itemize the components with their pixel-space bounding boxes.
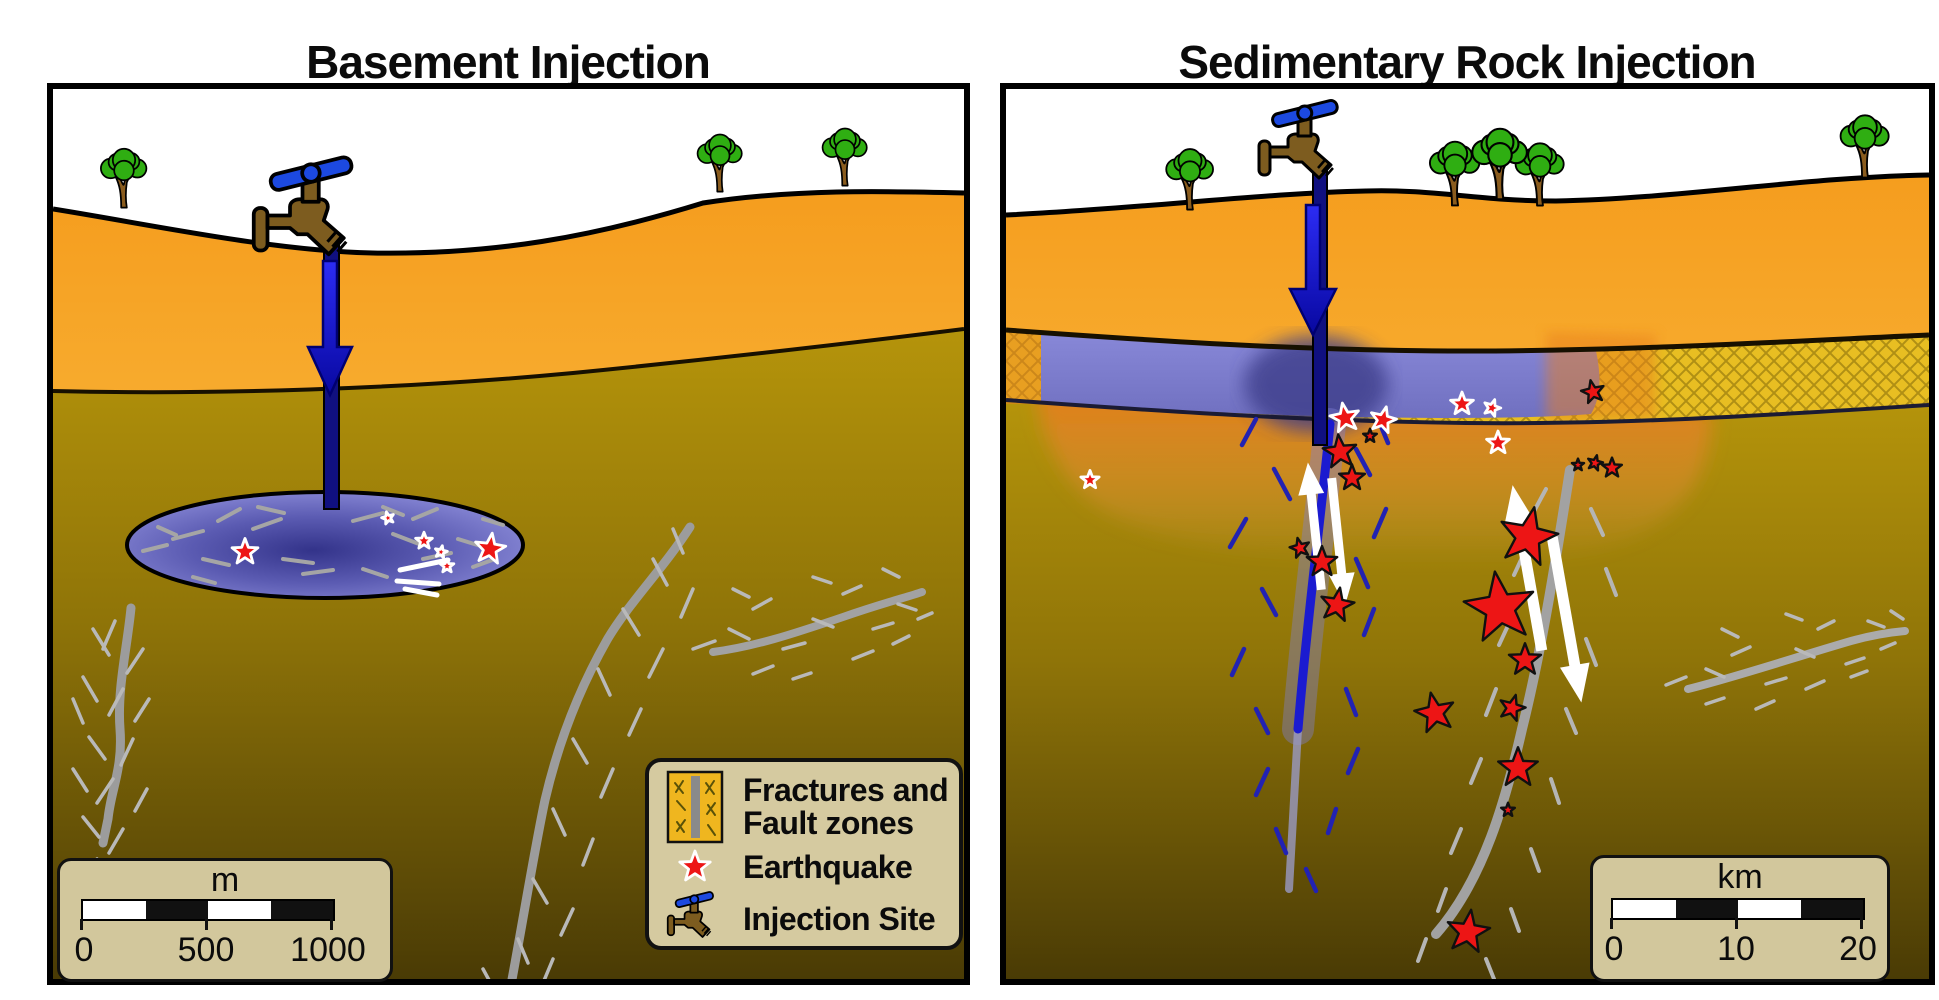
scalebar-tick [1610,918,1613,929]
scalebar-label: 10 [1717,930,1755,968]
scalebar-unit: km [1717,858,1763,896]
scalebar-label: 0 [74,931,94,969]
title-basement-injection: Basement Injection [306,35,711,88]
title-sedimentary-injection: Sedimentary Rock Injection [1178,35,1756,88]
ground-surface-line [53,189,964,256]
scalebar-tick [205,919,208,930]
scalebar-tick [330,919,333,930]
scalebar-meters: m 0 500 1000 [57,858,393,982]
scalebar-unit: m [210,861,240,899]
slip-marks [394,557,451,598]
scalebar-label: 500 [177,931,235,969]
injection-plume [125,490,525,600]
pressure-front [1546,332,1656,421]
sedimentary-injection-scene [1006,89,1929,979]
basement-contact-line [53,327,964,395]
pressure-front-halo [1036,379,1712,565]
scalebar-tick [1735,918,1738,929]
legend-item-earthquake: Earthquake [659,844,949,890]
legend-label-injection-site: Injection Site [743,900,936,937]
slip-arrows-fluid-fault [1298,462,1355,606]
scalebar-tick [80,919,83,930]
legend-label-fractures: Fractures and Fault zones [743,772,949,841]
panel-sedimentary-rock-injection [1000,83,1935,985]
scalebar-label: 1000 [290,931,366,969]
layer-bottom-contact-line [1006,398,1929,426]
scalebar-kilometers: km 0 10 20 [1590,855,1890,982]
legend-item-fractures: Fractures and Fault zones [659,770,949,844]
scalebar-label: 20 [1839,930,1877,968]
pressure-tint-west [1006,330,1044,404]
fault-zone-middle [481,522,695,979]
fracture-zone-east [1664,609,1909,711]
injection-arrow [306,259,354,399]
injection-valve-icon [659,890,731,948]
scalebar-label: 0 [1604,930,1624,968]
legend-item-injection-site: Injection Site [659,890,949,948]
plume-fractures [141,505,505,585]
earthquake-star-icon [659,844,731,890]
layer-top-contact-line [1006,327,1929,354]
legend-label-earthquake: Earthquake [743,848,913,885]
scalebar-bar [1611,898,1865,920]
injection-arrow [1287,203,1339,338]
fault-zone-swatch-icon [659,770,731,844]
scalebar-bar [81,899,335,921]
scalebar-tick [1860,918,1863,929]
legend: Fractures and Fault zones Earthquake Inj… [645,758,963,950]
fracture-zone-right [691,567,934,681]
